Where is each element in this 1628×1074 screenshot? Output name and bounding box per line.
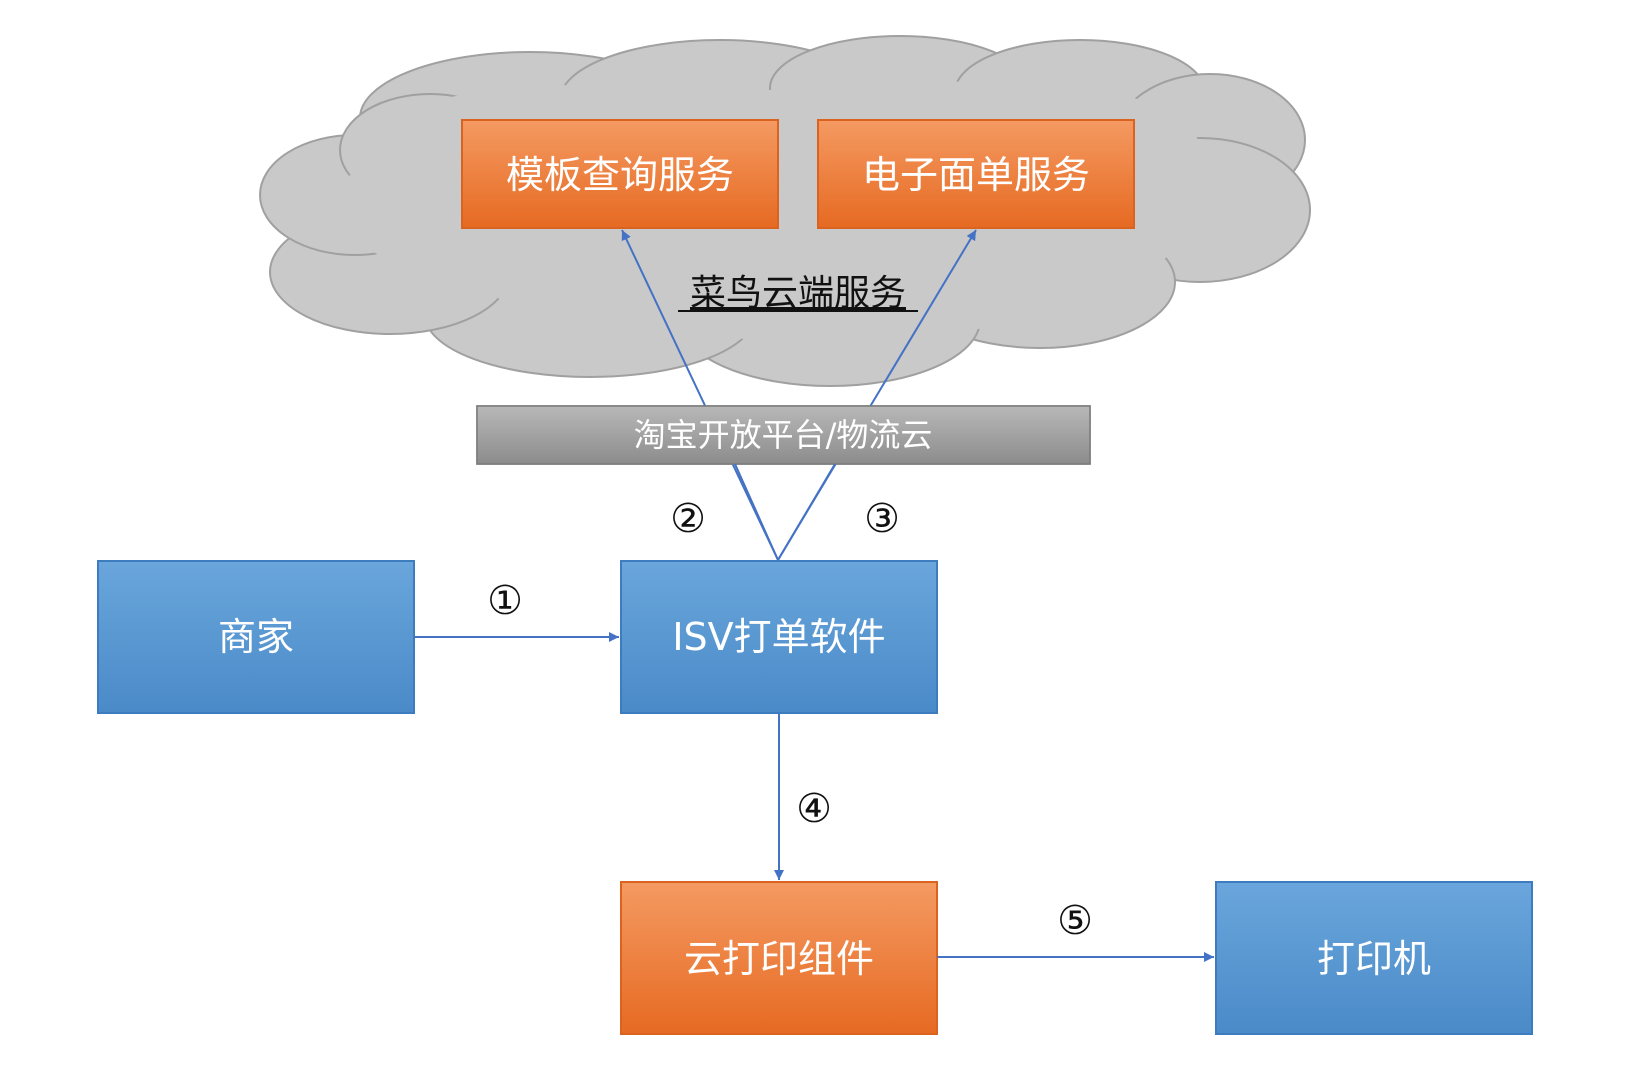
isv-label: ISV打单软件 bbox=[672, 615, 885, 659]
cloud-label: 菜鸟云端服务 bbox=[690, 273, 906, 314]
cloud-print-label: 云打印组件 bbox=[684, 937, 874, 981]
arrow-step2-lower bbox=[734, 463, 779, 561]
step-5-label: ⑤ bbox=[1057, 898, 1093, 944]
arrow-step3-lower bbox=[777, 463, 836, 561]
gateway-bar-overlay bbox=[476, 405, 1091, 465]
arrow-step2 bbox=[621, 229, 779, 561]
step-2-label: ② bbox=[670, 496, 706, 542]
cloud-print-box bbox=[620, 881, 938, 1035]
step-1-label: ① bbox=[487, 578, 523, 624]
template-query-service-box bbox=[461, 119, 779, 229]
waybill-service-label: 电子面单服务 bbox=[862, 153, 1090, 197]
printer-box bbox=[1215, 881, 1533, 1035]
cloud-shape bbox=[259, 35, 1311, 387]
step-3-label: ③ bbox=[864, 496, 900, 542]
merchant-box bbox=[97, 560, 415, 714]
merchant-label: 商家 bbox=[218, 615, 294, 659]
gateway-label-overlay: 淘宝开放平台/物流云 bbox=[634, 416, 933, 454]
printer-label: 打印机 bbox=[1317, 937, 1431, 981]
waybill-service-box bbox=[817, 119, 1135, 229]
step-4-label: ④ bbox=[796, 786, 832, 832]
template-query-service-label: 模板查询服务 bbox=[506, 153, 734, 197]
